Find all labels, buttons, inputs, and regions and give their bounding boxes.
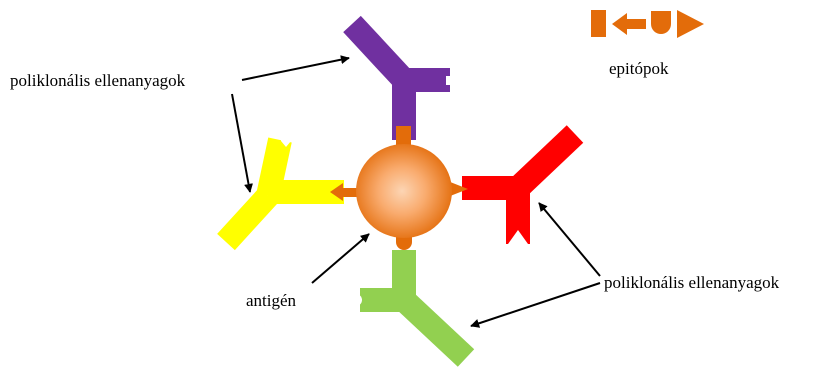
arrow-to-yellow-antibody bbox=[231, 93, 253, 193]
legend-triangle-epitope bbox=[677, 10, 704, 38]
arrow-to-red-antibody bbox=[538, 202, 601, 277]
legend-square-epitope bbox=[591, 10, 606, 37]
arrow-to-purple-antibody bbox=[241, 55, 350, 81]
antigen-body bbox=[356, 144, 452, 238]
antibody-red bbox=[462, 125, 584, 244]
label-antibodies-left: poliklonális ellenanyagok bbox=[10, 71, 186, 90]
legend-arrow-epitope bbox=[612, 13, 646, 35]
label-antibodies-right: poliklonális ellenanyagok bbox=[604, 273, 780, 292]
arrow-to-antigen bbox=[311, 233, 370, 284]
legend-cup-epitope bbox=[651, 11, 671, 34]
antibody-purple bbox=[343, 15, 460, 140]
epitope-legend bbox=[591, 10, 704, 38]
arrow-to-green-antibody bbox=[470, 282, 601, 328]
antibody-yellow bbox=[217, 134, 344, 251]
epitope-arrow bbox=[330, 183, 370, 201]
label-epitopes: epitópok bbox=[609, 59, 669, 78]
antibody-green bbox=[348, 250, 475, 367]
label-antigen: antigén bbox=[246, 291, 297, 310]
pointer-arrows bbox=[231, 55, 601, 328]
